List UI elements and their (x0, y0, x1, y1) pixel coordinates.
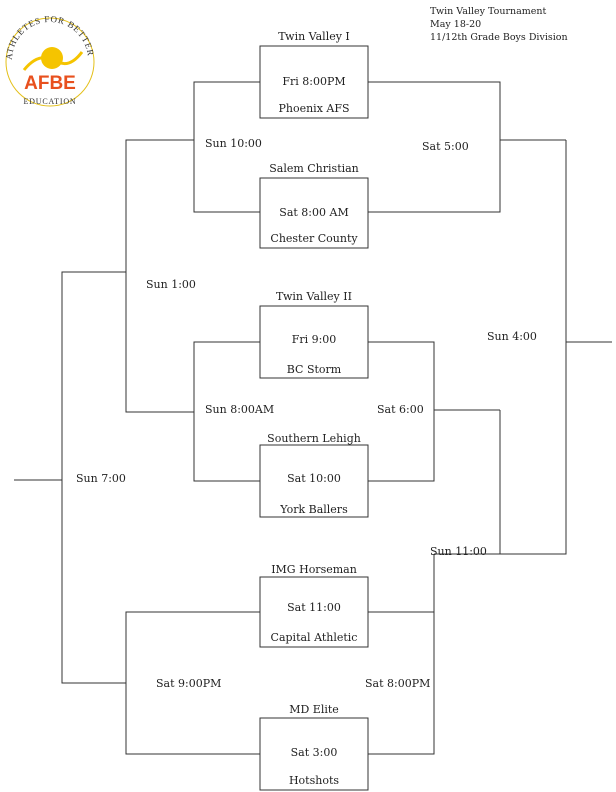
round-label-sun-4: Sun 4:00 (487, 330, 537, 343)
tournament-division: 11/12th Grade Boys Division (430, 32, 568, 43)
connector-sat-6 (368, 341, 435, 482)
connector-sun-4 (500, 140, 567, 555)
connector-sun-1 (125, 139, 194, 413)
game-time-g5: Sat 11:00 (287, 601, 341, 614)
round-label-sat-6: Sat 6:00 (377, 403, 424, 416)
tournament-dates: May 18-20 (430, 19, 482, 30)
game-time-g1: Fri 8:00PM (282, 75, 346, 88)
connector-sat-8pm (368, 611, 435, 755)
round-label-sat-8pm: Sat 8:00PM (365, 677, 431, 690)
team-top-g3: Twin Valley II (276, 290, 352, 303)
connector-sun-11 (434, 410, 501, 555)
round-label-sun-11: Sun 11:00 (430, 545, 487, 558)
team-bottom-g6: Hotshots (288, 774, 340, 787)
round-label-sun-10: Sun 10:00 (205, 137, 262, 150)
game-time-g3: Fri 9:00 (291, 333, 337, 346)
round-label-sat-5: Sat 5:00 (422, 140, 469, 153)
team-bottom-g4: York Ballers (280, 503, 348, 516)
team-bottom-g5: Capital Athletic (270, 631, 358, 644)
logo-bottom-text: EDUCATION (24, 97, 77, 106)
game-time-g6: Sat 3:00 (290, 746, 338, 759)
round-label-sat-9pm: Sat 9:00PM (156, 677, 222, 690)
logo-swoosh-icon (22, 51, 84, 71)
team-bottom-g2: Chester County (270, 232, 358, 245)
team-top-g5: IMG Horseman (271, 563, 357, 576)
round-label-sun-8am: Sun 8:00AM (205, 403, 275, 416)
team-bottom-g3: BC Storm (286, 363, 342, 376)
tournament-title: Twin Valley Tournament (430, 6, 547, 17)
round-label-sun-1: Sun 1:00 (146, 278, 196, 291)
logo-wordmark: AFBE (24, 73, 76, 94)
round-label-sun-7: Sun 7:00 (76, 472, 126, 485)
game-time-g4: Sat 10:00 (287, 472, 341, 485)
team-bottom-g1: Phoenix AFS (278, 102, 350, 115)
connector-sun-10 (193, 81, 260, 213)
team-top-g6: MD Elite (289, 703, 339, 716)
logo-ring (5, 17, 95, 107)
connector-sat-5 (368, 81, 501, 213)
team-top-g2: Salem Christian (269, 162, 359, 175)
afbe-logo: ATHLETES FOR BETTER AFBE EDUCATION (4, 14, 95, 107)
team-top-g4: Southern Lehigh (267, 432, 361, 445)
team-top-g1: Twin Valley I (278, 30, 350, 43)
game-box-g2 (259, 177, 369, 249)
game-time-g2: Sat 8:00 AM (279, 206, 349, 219)
connector-sun-7 (61, 271, 126, 684)
